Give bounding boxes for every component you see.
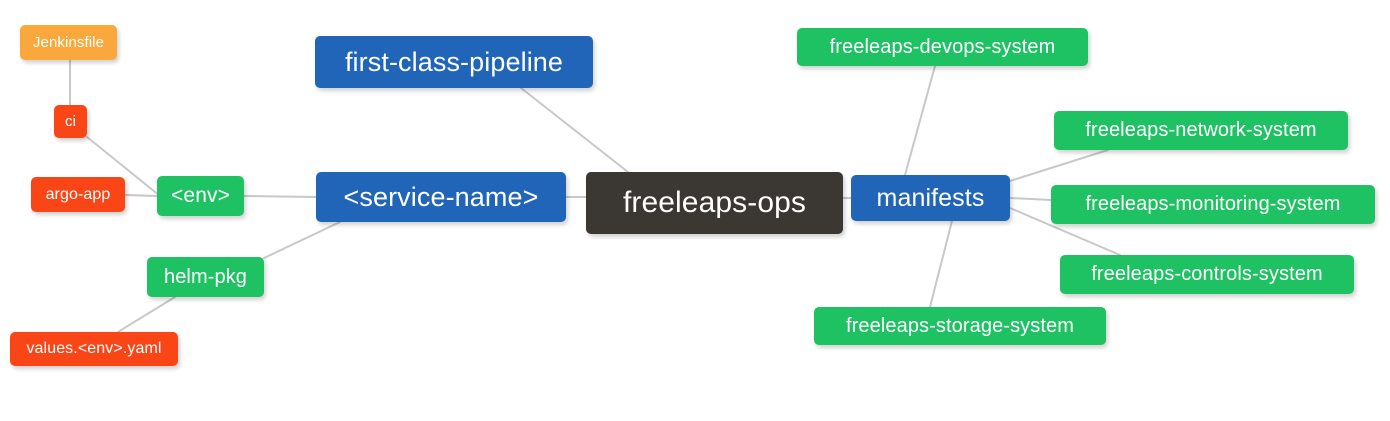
node-label: manifests [876, 183, 985, 212]
node-jenkinsfile[interactable]: Jenkinsfile [20, 25, 117, 60]
node-label: freeleaps-devops-system [829, 35, 1056, 58]
edge-pipeline-to-freeleaps-ops [520, 87, 629, 173]
edge-values-yaml-to-helm-pkg [117, 296, 176, 333]
node-devops[interactable]: freeleaps-devops-system [797, 28, 1088, 66]
node-ci[interactable]: ci [54, 105, 87, 138]
edge-devops-to-manifests [904, 65, 936, 176]
edge-manifests-to-storage [929, 220, 953, 308]
node-label: values.<env>.yaml [26, 340, 162, 357]
node-network[interactable]: freeleaps-network-system [1054, 111, 1348, 150]
node-values-yaml[interactable]: values.<env>.yaml [10, 332, 178, 366]
node-service-name[interactable]: <service-name> [316, 172, 566, 222]
node-label: <env> [171, 184, 230, 207]
edge-argo-app-to-env [124, 194, 158, 197]
node-monitoring[interactable]: freeleaps-monitoring-system [1051, 185, 1375, 224]
node-env[interactable]: <env> [157, 176, 244, 216]
node-label: ci [64, 113, 77, 130]
node-label: freeleaps-ops [622, 186, 807, 219]
node-label: Jenkinsfile [32, 34, 105, 51]
node-label: freeleaps-controls-system [1091, 263, 1323, 285]
node-freeleaps-ops[interactable]: freeleaps-ops [586, 172, 843, 234]
edge-env-to-service-name [243, 195, 317, 198]
node-manifests[interactable]: manifests [851, 175, 1010, 221]
node-storage[interactable]: freeleaps-storage-system [814, 307, 1106, 345]
node-controls[interactable]: freeleaps-controls-system [1060, 255, 1354, 294]
node-label: freeleaps-storage-system [845, 314, 1075, 337]
node-label: freeleaps-monitoring-system [1085, 193, 1341, 215]
node-pipeline[interactable]: first-class-pipeline [315, 36, 593, 88]
edge-manifests-to-monitoring [1009, 197, 1052, 201]
node-label: freeleaps-network-system [1085, 119, 1317, 141]
edge-manifests-to-network [1009, 149, 1109, 182]
node-label: argo-app [45, 185, 111, 203]
edge-ci-to-env [86, 136, 161, 197]
node-label: first-class-pipeline [344, 46, 564, 77]
edge-helm-pkg-to-service-name [263, 221, 341, 259]
node-label: <service-name> [343, 181, 539, 212]
edge-manifests-to-controls [1009, 207, 1121, 256]
node-argo-app[interactable]: argo-app [31, 177, 125, 212]
node-label: helm-pkg [163, 265, 248, 288]
node-helm-pkg[interactable]: helm-pkg [147, 257, 264, 297]
